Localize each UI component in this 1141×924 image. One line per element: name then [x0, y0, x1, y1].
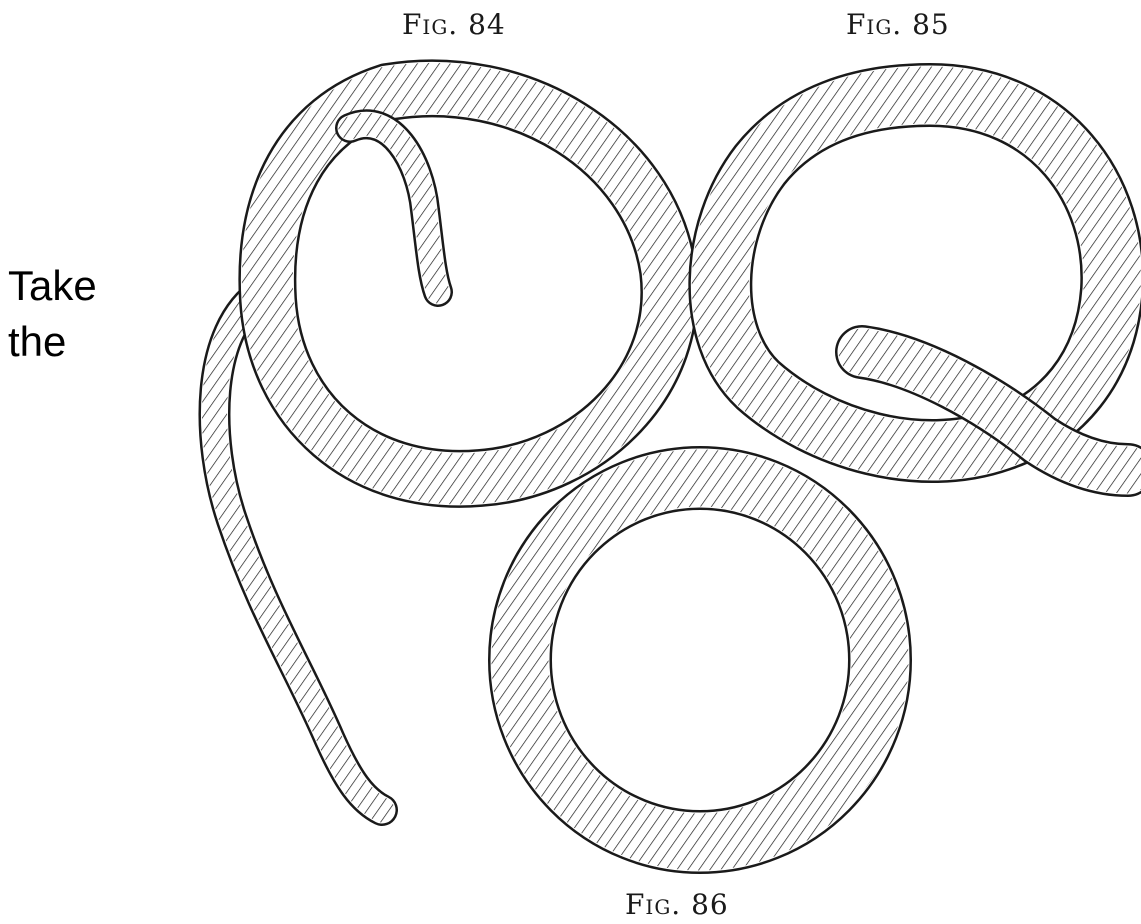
fig-85-rope-coil [720, 95, 1128, 470]
fig-84-rope-coil [214, 88, 669, 810]
fig-86-rope-grommet [520, 478, 880, 842]
